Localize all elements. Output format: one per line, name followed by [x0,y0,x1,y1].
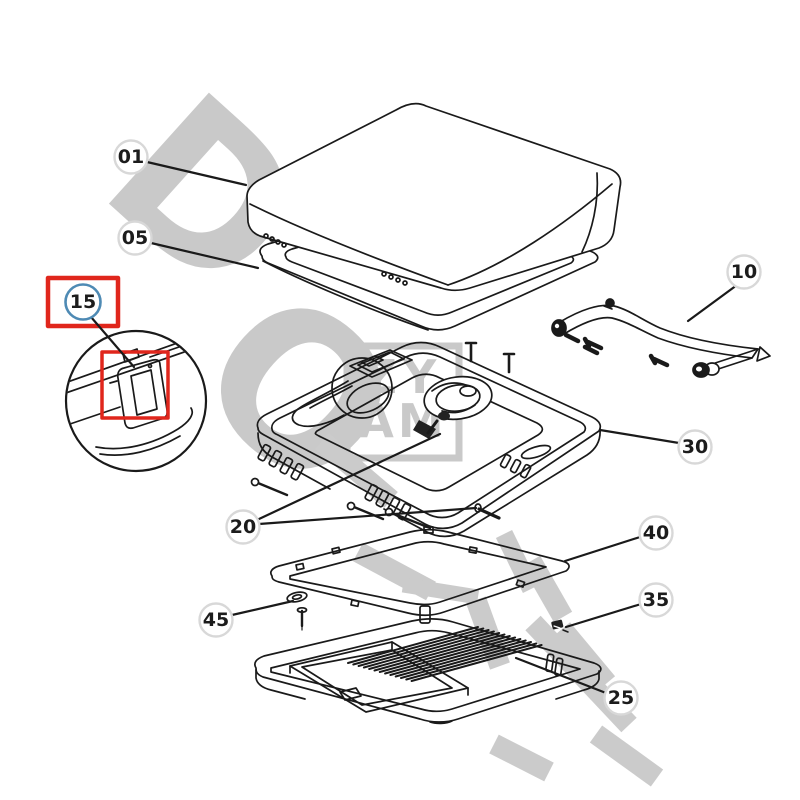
callout-20-label: 20 [230,516,256,538]
callout-35-label: 35 [643,589,669,611]
callout-20-leader [257,506,478,526]
mounting-screws-20 [250,477,501,530]
callout-01-label: 01 [118,146,144,168]
callout-15-circle [64,283,102,321]
callout-25-circle [603,680,639,716]
callout-40-circle [638,515,674,551]
callout-25: 25 [514,656,639,716]
callout-45-label: 45 [203,609,229,631]
highlight-box-part [100,350,170,420]
grille-tray [289,641,469,713]
callout-05-leader [149,241,260,270]
callout-25-label: 25 [608,687,634,709]
grille-slats [347,626,543,682]
callout-40-label: 40 [643,522,669,544]
fan-motor [413,375,493,439]
callout-35-leader [564,602,643,629]
callout-30-circle [677,429,713,465]
callout-20: 20 [225,432,478,545]
base-pins [563,332,600,356]
callout-20-circle [225,509,261,545]
handle-pins [582,336,670,368]
callout-45-circle [198,602,234,638]
frame-tabs [295,526,526,608]
callout-25-leader [514,656,608,695]
callout-40-leader [563,535,642,563]
callout-30-label: 30 [682,436,708,458]
callout-layer: 01 05 10 15 30 20 40 35 45 25 [64,139,762,716]
part-handle-10 [551,298,771,378]
callout-10-circle [726,254,762,290]
callout-10-leader [686,283,739,323]
highlight-box-label [45,275,121,329]
callout-01: 01 [113,139,248,187]
callout-05-circle [117,220,153,256]
callout-10: 10 [686,254,762,323]
part-base-30 [250,332,602,538]
motor-controller-box [349,349,413,378]
callout-05-label: 05 [122,227,148,249]
callout-30-leader [598,428,681,445]
part-screw-45 [286,591,308,631]
callout-35-circle [638,582,674,618]
callout-01-circle [113,139,149,175]
callout-20-leader [257,432,442,521]
exploded-diagram [45,102,771,725]
lid-vent-dots [263,233,408,286]
callout-01-leader [145,160,248,187]
callout-40: 40 [563,515,674,563]
wiring [291,380,353,428]
callout-45-leader [230,599,295,617]
callout-45: 45 [198,599,295,638]
callout-30: 30 [598,428,713,465]
callout-35: 35 [564,582,674,629]
callout-15: 15 [64,283,136,369]
callout-15-label: 15 [70,291,96,313]
watermark-strokes [315,433,664,787]
part-clip-35 [551,619,569,633]
part-inner-frame-40 [270,526,570,616]
callout-15-leader [89,315,136,369]
callout-05: 05 [117,220,260,270]
callout-10-label: 10 [731,261,757,283]
base-screw-posts [464,341,516,374]
part-lid-01 [246,102,622,292]
part-grille-frame-25 [254,605,602,725]
